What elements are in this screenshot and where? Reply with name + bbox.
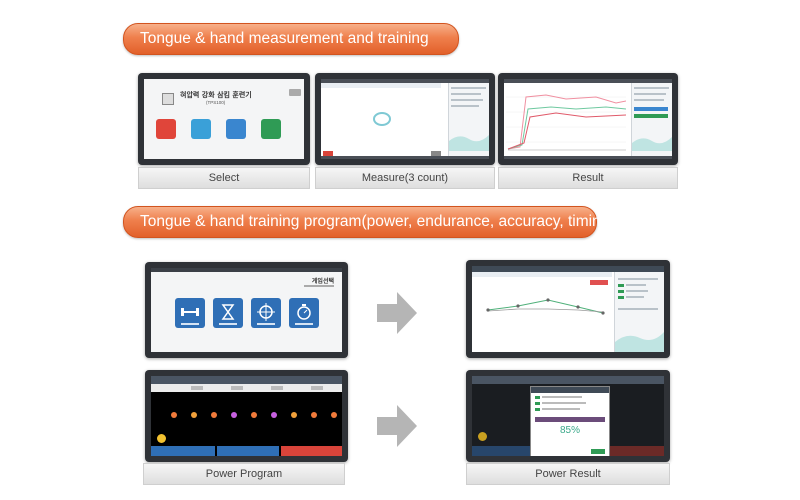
accuracy-game-button[interactable]: [251, 298, 281, 328]
power-result-screen: 85%: [472, 376, 664, 456]
dumbbell-icon: [181, 308, 199, 316]
power-result-tablet: 85%: [466, 370, 670, 462]
game-chart-tablet: [466, 260, 670, 358]
endurance-game-button[interactable]: [213, 298, 243, 328]
chart-export-button[interactable]: [590, 280, 608, 285]
measure-wave: [449, 135, 489, 151]
timing-game-button[interactable]: [289, 298, 319, 328]
select-screen-tablet: 혀압력 강화 삼킴 훈련기 (TPS100): [138, 73, 310, 165]
training-program-banner: Tongue & hand training program(power, en…: [123, 206, 614, 238]
measure-caption: Measure(3 count): [315, 167, 495, 189]
power-stop-button[interactable]: [281, 446, 342, 456]
select-screen: 혀압력 강화 삼킴 훈련기 (TPS100): [144, 79, 304, 159]
result-chart: [506, 94, 626, 151]
app-logo-icon: [162, 93, 174, 105]
select-button-3[interactable]: [226, 119, 246, 139]
select-caption: Select: [138, 167, 310, 189]
power-program-tablet: [145, 370, 348, 462]
chart-panel-wave: [615, 332, 664, 352]
result-screen: [504, 79, 672, 159]
measure-stop-button[interactable]: [323, 151, 333, 156]
result-wave: [632, 137, 672, 151]
measure-screen: [321, 79, 489, 159]
hourglass-icon: [221, 304, 235, 320]
measurement-training-banner: Tongue & hand measurement and training: [123, 23, 459, 55]
select-button-4[interactable]: [261, 119, 281, 139]
arrow-right-icon: [377, 292, 417, 334]
result-screen-tablet: [498, 73, 678, 165]
power-start-button[interactable]: [151, 446, 215, 456]
result-dialog: 85%: [530, 386, 610, 456]
game-select-screen: 게임선택: [151, 268, 342, 352]
result-score: 85%: [559, 425, 580, 436]
measure-gauge: [373, 112, 391, 126]
power-program-screen: [151, 376, 342, 456]
measure-next-button[interactable]: [431, 151, 441, 156]
target-icon: [257, 303, 275, 321]
select-screen-title: 혀압력 강화 삼킴 훈련기: [180, 91, 252, 99]
select-button-1[interactable]: [156, 119, 176, 139]
result-caption: Result: [498, 167, 678, 189]
result-save-button[interactable]: [634, 107, 668, 111]
game-select-title: 게임선택: [311, 278, 334, 285]
game-chart-screen: [472, 266, 664, 352]
result-ok-button[interactable]: [591, 449, 605, 454]
select-button-2[interactable]: [191, 119, 211, 139]
power-targets: [171, 412, 337, 420]
power-program-caption: Power Program: [143, 463, 345, 485]
arrow-right-icon: [377, 405, 417, 447]
power-game-button[interactable]: [175, 298, 205, 328]
stopwatch-icon: [297, 304, 311, 320]
result-print-button[interactable]: [634, 114, 668, 118]
game-score-chart: [486, 298, 605, 315]
measure-screen-tablet: [315, 73, 495, 165]
power-result-caption: Power Result: [466, 463, 670, 485]
close-icon[interactable]: [289, 89, 301, 96]
select-screen-subtitle: (TPS100): [206, 100, 226, 105]
game-select-tablet: 게임선택: [145, 262, 348, 358]
power-pause-button[interactable]: [217, 446, 279, 456]
pacman-icon: [478, 432, 487, 441]
pacman-icon: [157, 434, 166, 443]
